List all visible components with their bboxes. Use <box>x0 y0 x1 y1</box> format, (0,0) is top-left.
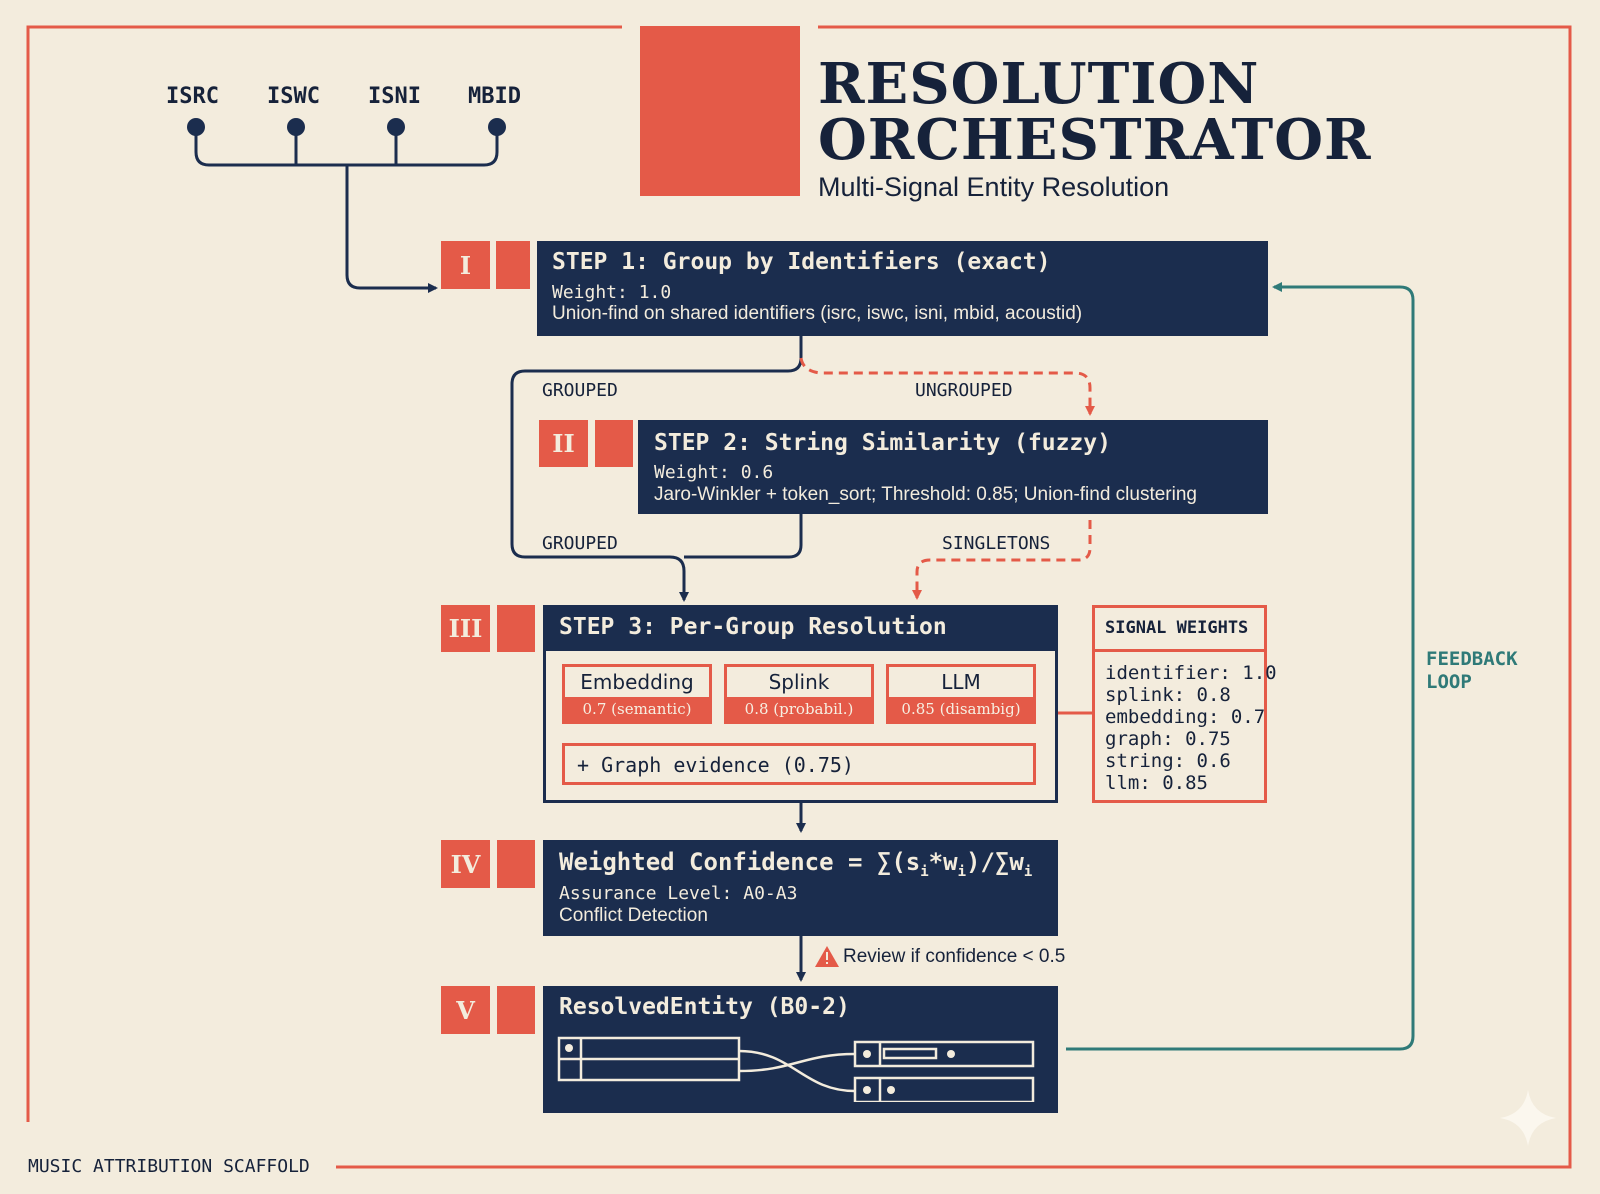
signal-weights-title: SIGNAL WEIGHTS <box>1105 618 1249 638</box>
step1-title: STEP 1: Group by Identifiers (exact) <box>552 249 1051 275</box>
feedback-loop-line <box>1066 282 1415 1051</box>
method-splink: Splink 0.8 (probabil.) <box>724 664 874 724</box>
signal-weight-row: splink: 0.8 <box>1105 684 1231 706</box>
label-grouped-1: GROUPED <box>542 380 618 401</box>
feedback-loop-label: FEEDBACK LOOP <box>1426 648 1518 694</box>
feedback-label-line1: FEEDBACK <box>1426 648 1518 670</box>
step5-numeral: V <box>441 986 490 1034</box>
step3-marker <box>497 605 535 652</box>
footer-label: MUSIC ATTRIBUTION SCAFFOLD <box>28 1156 310 1177</box>
identifier-label-isni: ISNI <box>368 84 421 109</box>
signal-weight-row: embedding: 0.7 <box>1105 706 1266 728</box>
signal-weight-row: string: 0.6 <box>1105 750 1231 772</box>
identifier-label-isrc: ISRC <box>166 84 219 109</box>
label-ungrouped: UNGROUPED <box>915 380 1013 401</box>
step2-weight: Weight: 0.6 <box>654 462 774 483</box>
signal-weight-row: graph: 0.75 <box>1105 728 1231 750</box>
step4-marker <box>497 840 535 888</box>
ungrouped-flow-line <box>799 357 1095 416</box>
graph-evidence-box: + Graph evidence (0.75) <box>562 743 1036 785</box>
method-embedding-name: Embedding <box>580 670 694 694</box>
identifier-dots <box>187 118 506 136</box>
step2-grouped-line <box>684 514 803 559</box>
signal-weight-row: llm: 0.85 <box>1105 772 1208 794</box>
label-grouped-2: GROUPED <box>542 533 618 554</box>
signal-weights-panel: SIGNAL WEIGHTS identifier: 1.0 splink: 0… <box>1092 605 1277 803</box>
feedback-label-line2: LOOP <box>1426 671 1472 693</box>
grouped-flow-line <box>510 336 803 602</box>
step1-weight: Weight: 1.0 <box>552 282 672 303</box>
step1-marker <box>496 241 530 289</box>
method-splink-name: Splink <box>768 670 830 694</box>
step5-box: ResolvedEntity (B0-2) <box>543 986 1058 1113</box>
step4-numeral: IV <box>441 840 490 888</box>
step2-numeral: II <box>539 420 588 467</box>
singletons-flow-line <box>912 520 1092 600</box>
graph-evidence-label: + Graph evidence (0.75) <box>577 753 854 777</box>
step2-title: STEP 2: String Similarity (fuzzy) <box>654 430 1111 456</box>
step3-header: STEP 3: Per-Group Resolution <box>543 605 1058 651</box>
review-note: Review if confidence < 0.5 <box>843 946 1066 967</box>
signal-weights-divider <box>1095 649 1264 652</box>
identifier-label-iswc: ISWC <box>267 84 320 109</box>
sparkle-icon <box>1500 1090 1556 1146</box>
step2-box: STEP 2: String Similarity (fuzzy) Weight… <box>638 420 1268 514</box>
step4-conflict: Conflict Detection <box>559 905 708 926</box>
step5-marker <box>497 986 535 1034</box>
step4-formula: Weighted Confidence = ∑(si*wi)/∑wi <box>559 848 1033 880</box>
method-llm: LLM 0.85 (disambig) <box>886 664 1036 724</box>
step4-assurance: Assurance Level: A0-A3 <box>559 883 798 904</box>
title-red-block <box>640 26 800 196</box>
method-llm-name: LLM <box>941 670 981 694</box>
step3-numeral: III <box>441 605 490 652</box>
identifier-label-mbid: MBID <box>468 84 521 109</box>
page-title-line2: ORCHESTRATOR <box>818 107 1372 173</box>
step1-box: STEP 1: Group by Identifiers (exact) Wei… <box>537 241 1268 336</box>
outer-frame <box>26 25 1572 1169</box>
resolved-entity-merge-icon <box>557 1036 1035 1102</box>
method-embedding-value: 0.7 (semantic) <box>565 697 709 721</box>
step2-marker <box>595 420 633 467</box>
step5-title: ResolvedEntity (B0-2) <box>559 994 850 1020</box>
step1-description: Union-find on shared identifiers (isrc, … <box>552 303 1083 324</box>
warning-icon <box>815 946 839 967</box>
label-singletons: SINGLETONS <box>942 533 1051 554</box>
page-title-line1: RESOLUTION <box>818 51 1260 117</box>
step1-numeral: I <box>441 241 490 289</box>
signal-weights-list: identifier: 1.0 splink: 0.8 embedding: 0… <box>1105 662 1277 794</box>
signal-weight-row: identifier: 1.0 <box>1105 662 1277 684</box>
step3-body: Embedding 0.7 (semantic) Splink 0.8 (pro… <box>543 651 1058 803</box>
method-splink-value: 0.8 (probabil.) <box>727 697 871 721</box>
step2-description: Jaro-Winkler + token_sort; Threshold: 0.… <box>654 484 1197 505</box>
page-subtitle: Multi-Signal Entity Resolution <box>818 172 1170 202</box>
step3-title: STEP 3: Per-Group Resolution <box>559 614 947 640</box>
method-llm-value: 0.85 (disambig) <box>889 697 1033 721</box>
method-embedding: Embedding 0.7 (semantic) <box>562 664 712 724</box>
step4-box: Weighted Confidence = ∑(si*wi)/∑wi Assur… <box>543 840 1058 936</box>
